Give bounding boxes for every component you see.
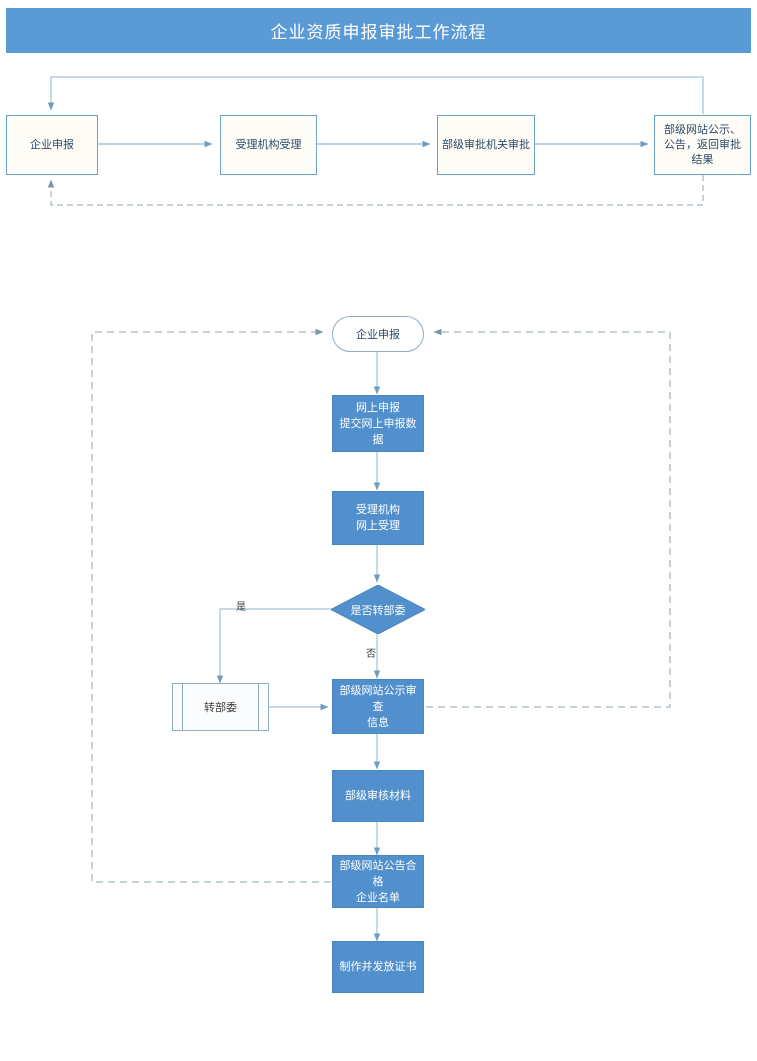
edge-b8-b1-left-return [91,328,331,883]
edge-b4-b5-yes [216,608,331,684]
page-title-banner: 企业资质申报审批工作流程 [6,8,751,53]
node-label: 部级审批机关审批 [442,138,530,151]
edge-t4-t1-bottom-loop [47,175,704,206]
node-label-stack: 部级网站公告合格 企业名单 [336,858,420,906]
node-label-line1: 部级网站公告合格 [339,859,417,888]
edge-label-no: 否 [366,649,376,660]
node-label-line2: 信息 [367,716,389,729]
node-label: 是否转部委 [350,604,406,617]
node-online-declaration[interactable]: 网上申报 提交网上申报数据 [332,395,424,452]
node-label: 企业申报 [30,138,74,151]
edge-b6-b1-right-return [426,328,671,708]
node-label: 转部委 [204,702,237,714]
node-label-line1: 受理机构 [356,504,400,516]
node-label: 受理机构受理 [235,138,302,151]
node-ministry-site-publicity-review[interactable]: 部级网站公示审查 信息 [332,679,424,734]
node-label-stack: 网上申报 提交网上申报数据 [336,400,420,448]
node-label-line2: 网上受理 [356,520,400,532]
node-ministry-site-qualified-list[interactable]: 部级网站公告合格 企业名单 [332,855,424,908]
node-label-line1: 网上申报 [356,401,400,414]
node-label: 制作并发放证书 [339,961,417,973]
node-label-line2: 提交网上申报数据 [339,417,417,446]
node-transfer-to-ministry[interactable]: 转部委 [172,683,269,731]
node-agency-online-acceptance[interactable]: 受理机构 网上受理 [332,491,424,545]
node-label-stack: 受理机构 网上受理 [356,502,400,534]
page-title: 企业资质申报审批工作流程 [270,23,487,42]
node-decision-transfer-to-ministry[interactable]: 是否转部委 [331,585,425,634]
node-ministry-material-review[interactable]: 部级审核材料 [332,770,424,822]
node-ministry-publicity-result-top[interactable]: 部级网站公示、公告，返回审批结果 [654,115,751,175]
node-label-stack: 部级网站公示审查 信息 [336,683,420,731]
node-label-line1: 部级网站公示审查 [339,684,417,713]
node-label: 部级网站公示、公告，返回审批结果 [664,123,741,166]
node-acceptance-agency-top[interactable]: 受理机构受理 [220,115,317,175]
edge-label-yes: 是 [236,602,246,613]
node-enterprise-declaration-start[interactable]: 企业申报 [332,316,424,352]
node-label-line2: 企业名单 [356,891,400,904]
node-ministry-approval-top[interactable]: 部级审批机关审批 [437,115,535,175]
edge-t4-t1-top-loop [47,76,704,114]
node-enterprise-declaration-top[interactable]: 企业申报 [6,115,98,175]
node-issue-certificate[interactable]: 制作并发放证书 [332,941,424,993]
node-label: 企业申报 [356,329,400,341]
node-label: 部级审核材料 [345,790,411,802]
diamond-shape [331,585,425,634]
